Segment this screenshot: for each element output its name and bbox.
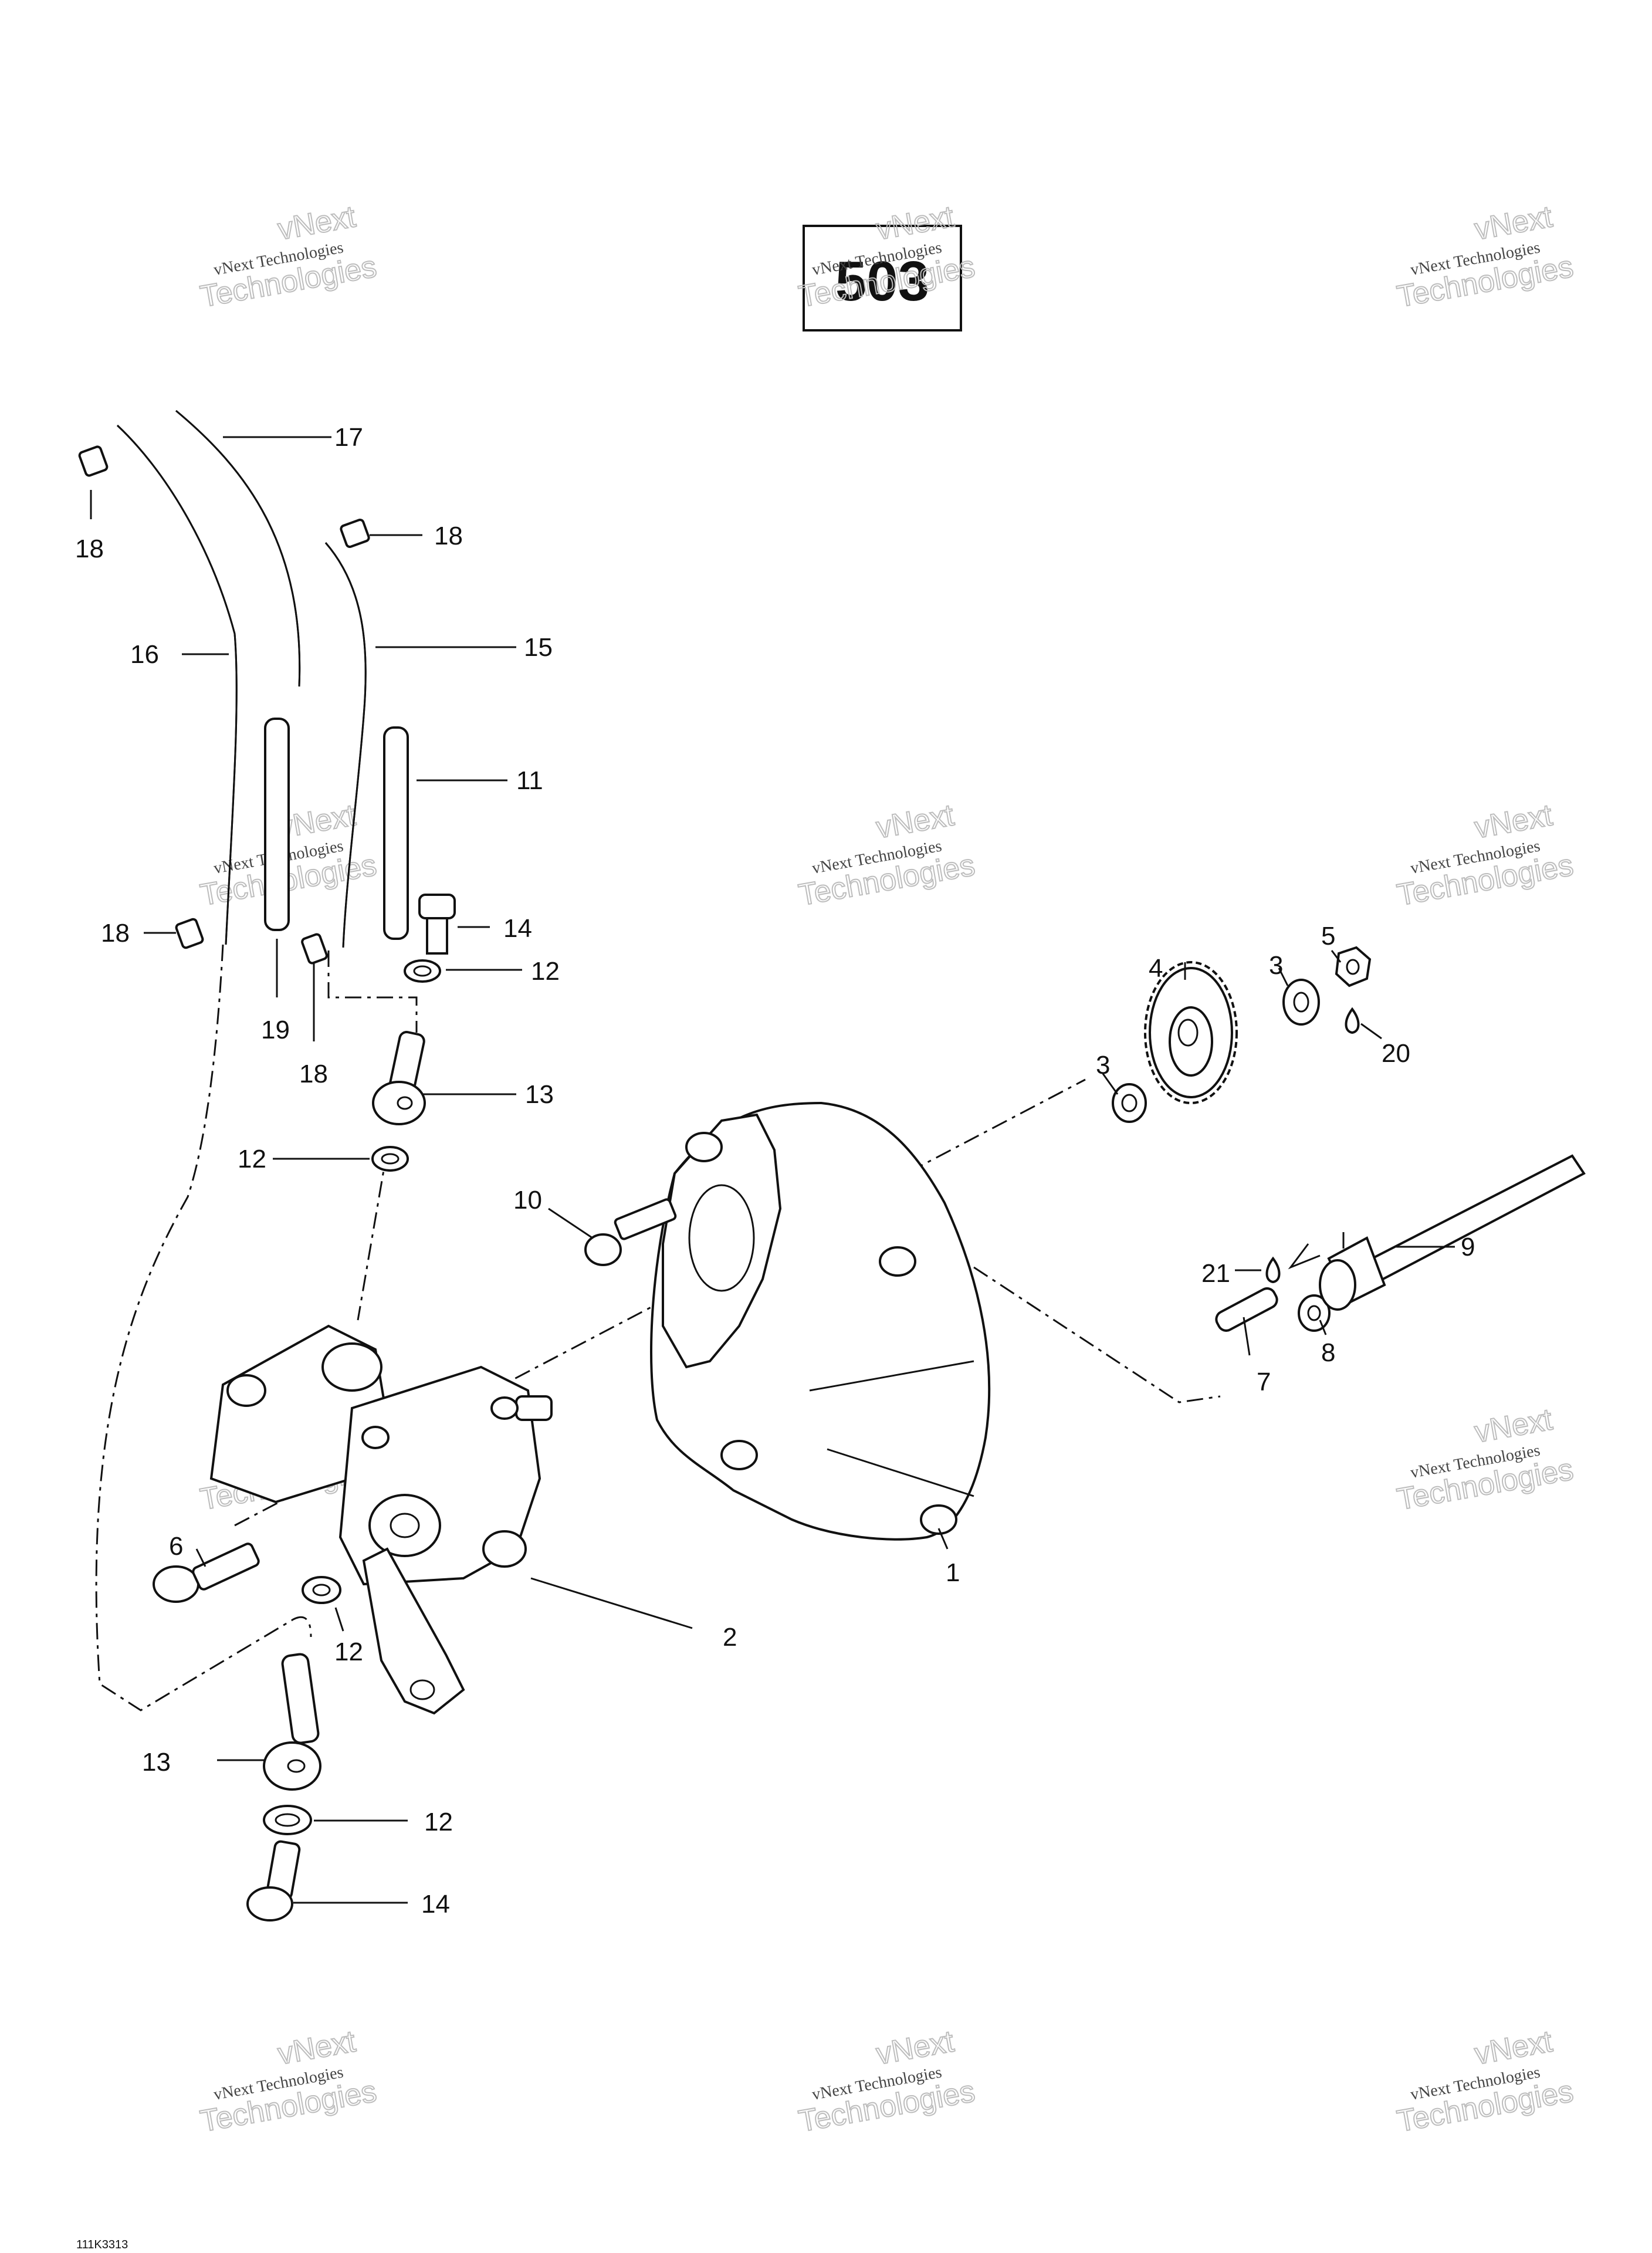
watermark: vNext vNext Technologies Technologies	[197, 2024, 380, 2139]
svg-text:vNext: vNext	[1472, 1402, 1555, 1449]
screw-6	[153, 1542, 260, 1603]
nut-5	[1335, 946, 1372, 987]
callout-14: 14	[421, 1890, 450, 1919]
sealing-washer-12	[404, 959, 441, 983]
callout-2: 2	[723, 1623, 737, 1652]
callout-10: 10	[513, 1186, 542, 1215]
callout-13: 13	[142, 1748, 171, 1777]
watermark: vNext vNext Technologies Technologies	[795, 2024, 978, 2139]
short-hose-11	[383, 726, 409, 940]
callout-3: 3	[1096, 1051, 1110, 1080]
callout-5: 5	[1321, 922, 1335, 950]
callout-14: 14	[503, 914, 532, 943]
loctite-drop-20	[1345, 1007, 1360, 1034]
banjo-bolt-14-upper	[418, 894, 456, 919]
callout-20: 20	[1382, 1039, 1410, 1068]
watermark: vNext vNext Technologies Technologies	[1394, 2024, 1576, 2139]
watermark: vNext vNext Technologies Technologies	[1394, 797, 1576, 913]
callout-9: 9	[1461, 1233, 1475, 1261]
callout-1: 1	[946, 1558, 960, 1587]
clamp	[175, 918, 204, 949]
thrust-washer-3-lower	[1112, 1083, 1147, 1123]
control-lever	[362, 1547, 465, 1715]
watermark: vNext vNext Technologies Technologies	[197, 199, 380, 314]
clamps-18	[78, 445, 370, 965]
watermark: vNext vNext Technologies Technologies	[795, 797, 978, 913]
washer-8	[1298, 1294, 1331, 1332]
svg-text:vNext: vNext	[275, 2024, 358, 2071]
pump-shaft-assembly	[1215, 1154, 1586, 1332]
short-hose-19	[264, 718, 290, 931]
sealing-washer-12	[263, 1805, 312, 1835]
callout-12: 12	[424, 1808, 453, 1836]
leader-lines	[90, 436, 1455, 1904]
callout-16: 16	[130, 640, 159, 669]
callout-8: 8	[1321, 1338, 1335, 1367]
svg-text:vNext: vNext	[1472, 2024, 1555, 2071]
callout-13: 13	[525, 1080, 554, 1109]
callout-6: 6	[169, 1532, 183, 1561]
pin-7	[1215, 1287, 1278, 1332]
banjo-fitting-13-lower	[281, 1653, 320, 1744]
clamp	[301, 933, 328, 965]
fittings	[246, 894, 456, 1922]
clamp	[340, 518, 370, 549]
svg-text:vNext: vNext	[1472, 199, 1555, 246]
callout-17: 17	[334, 423, 363, 452]
callout-12: 12	[334, 1638, 363, 1666]
callout-12: 12	[238, 1145, 266, 1173]
svg-text:vNext: vNext	[874, 2024, 957, 2071]
sealing-washer-12	[371, 1146, 409, 1172]
diagram-number-box: 503	[803, 225, 962, 331]
oil-pump-body	[209, 1324, 553, 1715]
callout-19: 19	[261, 1016, 290, 1044]
callout-18: 18	[75, 535, 104, 563]
watermark: vNext vNext Technologies Technologies	[1394, 1402, 1576, 1517]
loctite-drop-21	[1265, 1256, 1281, 1284]
callout-15: 15	[524, 633, 553, 662]
thrust-washer-3-upper	[1282, 979, 1320, 1026]
svg-text:vNext: vNext	[874, 798, 957, 845]
svg-text:vNext: vNext	[275, 199, 358, 246]
watermark: vNext vNext Technologies Technologies	[1394, 199, 1576, 314]
callout-7: 7	[1257, 1368, 1271, 1396]
callout-18: 18	[434, 522, 463, 550]
screw-10	[584, 1198, 677, 1266]
oil-hose-17	[175, 410, 301, 687]
adhesive-drops	[1265, 1007, 1360, 1284]
callout-labels: 17 18 18 16 15 11 18 14 12 19 18 13 12 1…	[75, 423, 1475, 1919]
callout-4: 4	[1149, 954, 1163, 983]
pump-mounting-flange	[650, 1101, 991, 1541]
hoses-and-tubes	[116, 410, 409, 948]
diagram-number: 503	[835, 250, 929, 313]
callout-18: 18	[101, 919, 130, 948]
sealing-washer-12	[302, 1576, 341, 1604]
svg-text:vNext: vNext	[1472, 798, 1555, 845]
callout-18: 18	[299, 1060, 328, 1088]
washers-3	[1112, 979, 1320, 1123]
callout-11: 11	[516, 766, 543, 795]
drive-gear-4	[1144, 961, 1238, 1104]
callout-21: 21	[1201, 1259, 1230, 1288]
clamp	[78, 445, 109, 477]
callout-3: 3	[1269, 951, 1283, 980]
callout-12: 12	[531, 957, 560, 986]
reference-code: 111K3313	[76, 2238, 128, 2251]
